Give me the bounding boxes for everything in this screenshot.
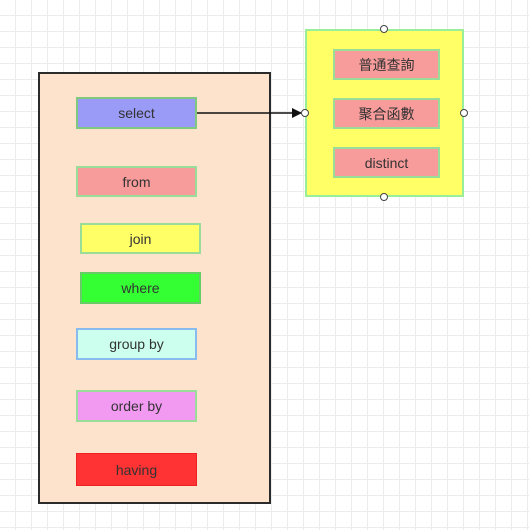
- group-by-node[interactable]: group by: [76, 328, 197, 360]
- distinct-node[interactable]: distinct: [333, 147, 440, 178]
- where-node[interactable]: where: [80, 272, 201, 304]
- order-by-node[interactable]: order by: [76, 390, 197, 422]
- right-resize-handle[interactable]: [460, 109, 468, 117]
- normal-query-node[interactable]: 普通查詢: [333, 49, 440, 80]
- having-node[interactable]: having: [76, 453, 197, 486]
- from-node[interactable]: from: [76, 166, 197, 197]
- top-resize-handle[interactable]: [380, 25, 388, 33]
- aggregate-function-node[interactable]: 聚合函數: [333, 98, 440, 129]
- select-node[interactable]: select: [76, 97, 197, 129]
- left-resize-handle[interactable]: [301, 109, 309, 117]
- join-node[interactable]: join: [80, 223, 201, 254]
- bottom-resize-handle[interactable]: [380, 193, 388, 201]
